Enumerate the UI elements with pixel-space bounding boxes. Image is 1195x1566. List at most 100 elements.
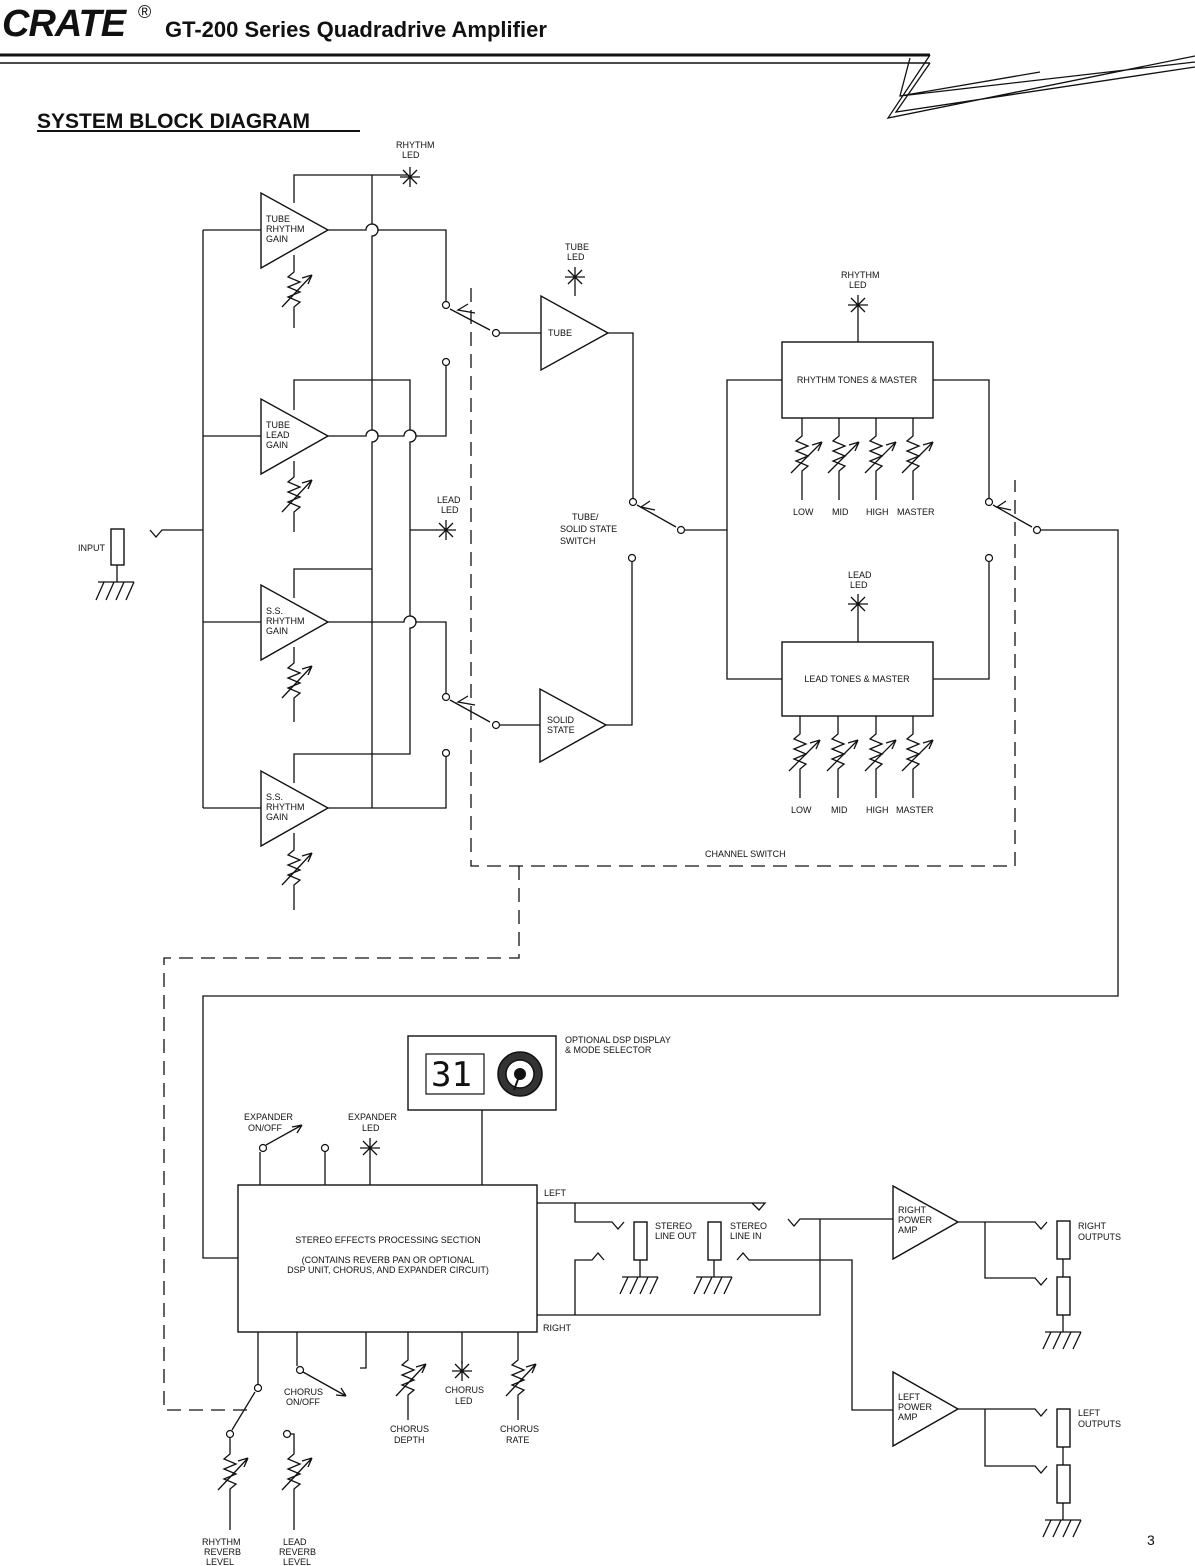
rhythm-control-label: MID [832, 507, 849, 517]
rhythm-control-label: MASTER [897, 507, 935, 517]
effects-box-title: STEREO EFFECTS PROCESSING SECTION [295, 1235, 481, 1245]
led-icon [848, 594, 868, 614]
pot-icon [905, 716, 921, 798]
pot-icon [794, 418, 810, 500]
switch-terminal [441, 300, 451, 310]
tube-lead-gain-amp [260, 397, 330, 476]
reverb-switch-link [163, 866, 520, 1411]
lead-tones-master-label: LEAD TONES & MASTER [804, 674, 910, 684]
tube-ss-switch-blade [636, 504, 677, 528]
switch-blade [449, 308, 491, 331]
ground-icon [619, 1260, 659, 1295]
rhythm-control-label: HIGH [866, 507, 889, 517]
switch-terminal [628, 497, 638, 507]
rhythm-tones-master-box [781, 341, 934, 419]
tube-amp-label: TUBE [548, 328, 572, 338]
pot-icon [831, 418, 847, 500]
led-icon [360, 1138, 380, 1158]
switch-terminal [441, 748, 451, 758]
right-signal-wire [537, 1219, 821, 1316]
ss-lead-gain-amp [260, 769, 330, 848]
tube-rhythm-gain-amp [260, 191, 330, 270]
switch-terminal [225, 1429, 235, 1439]
tube-amp [540, 294, 610, 372]
page-header: CRATE ® GT-200 Series Quadradrive Amplif… [0, 2, 1195, 133]
switch-terminal [491, 720, 501, 730]
dsp-display-selector: 31 OPTIONAL DSP DISPLAY& MODE SELECTOR [407, 1035, 671, 1185]
dsp-label: OPTIONAL DSP DISPLAY& MODE SELECTOR [565, 1035, 671, 1055]
dsp-digit-display [425, 1053, 485, 1095]
switch-terminal [1032, 525, 1042, 535]
switch-terminal [984, 553, 994, 563]
switch-terminal [441, 357, 451, 367]
left-output-jack [1056, 1408, 1071, 1448]
switch-terminal [491, 328, 501, 338]
pot-icon [868, 418, 884, 500]
led-icon [436, 520, 456, 540]
lightning-bolt-graphic [886, 54, 1195, 119]
channel-switch-label: CHANNEL SWITCH [705, 849, 786, 859]
rhythm-control-label: LOW [793, 507, 814, 517]
ground-icon [693, 1260, 733, 1295]
lead-control-label: MID [831, 805, 848, 815]
lead-tone-pots [788, 716, 934, 798]
channel-switch-blade [992, 504, 1033, 528]
left-output-jack [1056, 1464, 1071, 1504]
gain-pot-icon [281, 647, 313, 722]
left-label: LEFT [544, 1188, 567, 1198]
reverb-switch-blade [231, 1391, 256, 1431]
switch-terminal [258, 1143, 268, 1153]
chorus-depth-pot-icon [400, 1332, 416, 1420]
switch-terminal [984, 497, 994, 507]
right-power-amp [892, 1184, 960, 1261]
rhythm-tones-master-label: RHYTHM TONES & MASTER [797, 375, 918, 385]
right-output-jack [1056, 1220, 1071, 1260]
stereo-line-out-jack [633, 1221, 648, 1261]
switch-blade [449, 699, 491, 723]
lead-reverb-pot-icon [286, 1433, 302, 1530]
switch-terminal [627, 553, 637, 563]
pot-icon [830, 716, 846, 798]
led-icon [848, 295, 868, 315]
page-title: GT-200 Series Quadradrive Amplifier [165, 17, 547, 42]
led-icon [565, 267, 585, 287]
stereo-effects-box [237, 1184, 538, 1333]
chorus-switch-blade [302, 1371, 347, 1397]
switch-terminal [295, 1365, 305, 1375]
gain-pot-icon [281, 833, 313, 910]
expander-switch-blade [265, 1124, 303, 1146]
rhythm-led-bus [371, 175, 379, 808]
lead-control-label: MASTER [896, 805, 934, 815]
right-output-jack [1056, 1276, 1071, 1316]
left-power-amp [892, 1370, 960, 1448]
ground-icon [95, 565, 135, 601]
channel-to-effects-wire [202, 529, 1119, 1259]
switch-terminal [282, 1429, 292, 1439]
gain-pot-icon [281, 461, 313, 532]
switch-terminal [676, 525, 686, 535]
rhythm-tone-pots [790, 418, 934, 500]
